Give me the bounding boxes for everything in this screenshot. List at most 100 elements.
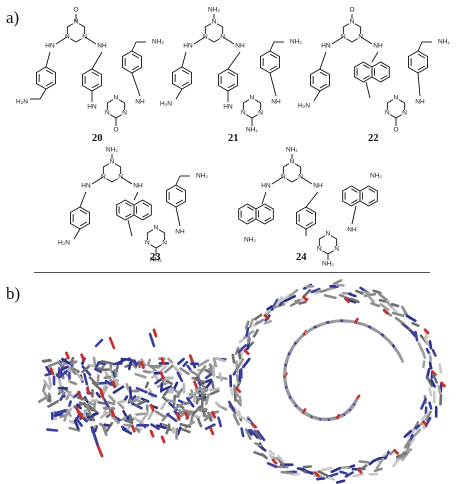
bond-line — [193, 36, 206, 45]
ring-atom-gap — [240, 110, 247, 116]
bond-line — [365, 81, 371, 99]
aromatic-bond — [305, 221, 314, 227]
panel-divider — [34, 272, 430, 273]
stick-bond — [390, 302, 400, 308]
stick-bond — [63, 408, 69, 422]
stick-bond — [68, 426, 81, 432]
ring-nitrogen: N — [122, 110, 127, 117]
stick-bond — [368, 459, 376, 466]
ring-nitrogen: N — [65, 34, 70, 41]
stick-bond — [235, 387, 242, 394]
stick-bond — [228, 400, 236, 412]
stick-bond — [125, 383, 130, 391]
atom-label: NH₂ — [150, 257, 162, 264]
aromatic-bond — [380, 75, 388, 80]
stick-bond — [64, 351, 70, 360]
atom-label: O — [393, 127, 398, 134]
ring-atom-gap — [333, 246, 340, 252]
stick-bond — [96, 374, 100, 385]
stick-bond — [253, 313, 263, 321]
stick-bond — [316, 477, 326, 481]
stick-bond — [176, 426, 182, 436]
aromatic-bond — [363, 75, 370, 80]
stick-bond — [204, 368, 214, 376]
ring-atom-gap — [161, 240, 168, 246]
stick-bond — [428, 401, 433, 410]
ring-nitrogen: N — [114, 95, 119, 102]
aromatic-bond — [181, 81, 190, 87]
stick-bond — [275, 295, 283, 307]
stick-bond — [75, 406, 81, 415]
stick-bond — [112, 385, 125, 394]
stick-bond — [111, 380, 117, 389]
stick-bond — [78, 411, 84, 420]
stick-bond — [350, 297, 360, 304]
aromatic-bond — [227, 71, 236, 77]
stick-bond — [234, 346, 240, 356]
c21-triazine-top — [204, 21, 224, 43]
aromatic-bond — [79, 221, 88, 227]
stick-bond — [130, 424, 136, 433]
stick-bond — [372, 289, 382, 295]
stick-bond — [422, 360, 426, 369]
bond-line — [331, 36, 344, 45]
atom-label: NH₂ — [244, 237, 256, 244]
ring-atom-gap — [144, 240, 151, 246]
atom-label: NH₂ — [286, 147, 298, 154]
stick-bond — [134, 426, 141, 434]
bond-line — [79, 191, 87, 208]
atom-label: NH₂ — [370, 173, 382, 180]
stick-bond — [110, 409, 116, 418]
aromatic-bond — [142, 213, 150, 218]
stick-bond — [358, 460, 370, 464]
stick-bond — [411, 321, 420, 327]
ring-atom-gap — [340, 34, 347, 40]
stick-bond — [68, 400, 72, 407]
stick-bond — [167, 399, 176, 403]
atom-label: NH — [347, 227, 357, 234]
stick-bond — [182, 409, 194, 414]
stick-bond — [118, 399, 126, 404]
aromatic-bond — [247, 217, 254, 222]
stick-bond — [268, 449, 276, 456]
stick-bond — [166, 413, 178, 423]
stick-bond — [43, 391, 50, 402]
stick-bond — [243, 330, 255, 340]
ring-atom-gap — [325, 231, 331, 237]
stick-bond — [326, 286, 337, 291]
atom-label: HN — [261, 183, 271, 190]
compound-label-23: 23 — [150, 252, 161, 263]
stick-bond — [238, 350, 244, 363]
ring-nitrogen: N — [82, 34, 87, 41]
ring-nitrogen: N — [162, 240, 167, 247]
stick-bond — [150, 423, 160, 431]
stick-bond — [108, 336, 116, 350]
stick-bond — [348, 292, 357, 298]
stick-bond — [236, 399, 242, 407]
c24-naphthalene-left-ring-b — [255, 203, 274, 225]
ring-nitrogen: N — [118, 174, 123, 181]
stick-bond — [116, 401, 125, 410]
stick-bond — [173, 366, 183, 376]
stick-bond — [245, 327, 250, 337]
stick-bond — [409, 330, 417, 338]
stick-bond — [203, 415, 211, 422]
stick-bond — [431, 348, 437, 357]
stick-bond — [96, 444, 104, 458]
stick-bond — [179, 367, 190, 376]
stick-bond — [357, 467, 366, 471]
stick-bond — [209, 387, 220, 392]
stick-bond — [233, 384, 237, 393]
bond-line — [181, 51, 187, 68]
stick-bond — [243, 349, 250, 356]
ring-atom-gap — [357, 34, 364, 40]
bond-line — [417, 41, 423, 52]
stick-bond — [332, 279, 343, 286]
stick-bond — [310, 287, 321, 294]
bond-line — [131, 41, 137, 52]
ring-nitrogen: N — [105, 110, 110, 117]
aromatic-bond — [175, 199, 184, 205]
stick-bond — [215, 357, 226, 363]
bond-line — [131, 72, 141, 97]
